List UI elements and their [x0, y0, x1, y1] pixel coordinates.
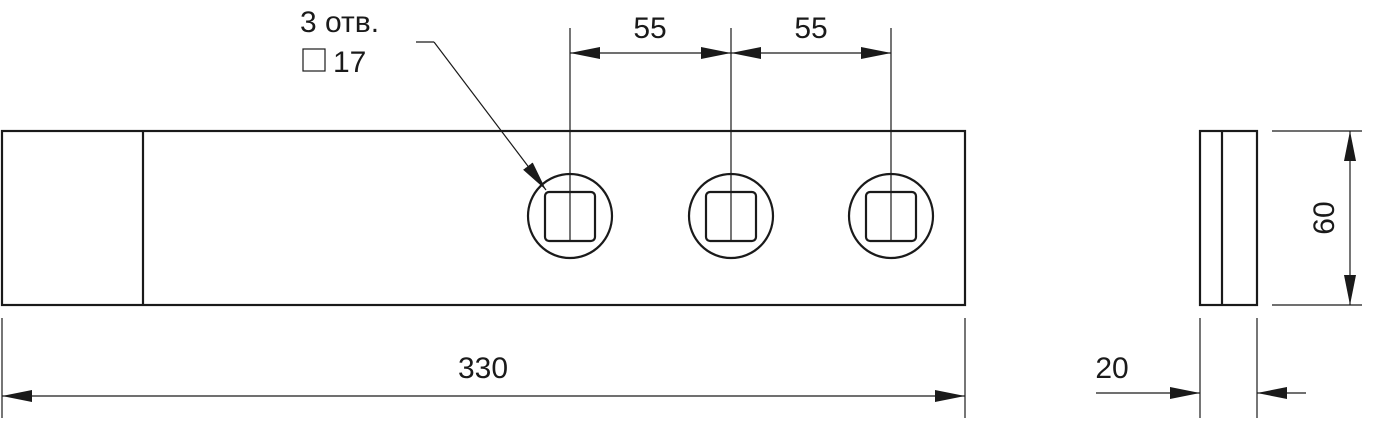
dimension-text-spacing-2: 55	[794, 12, 827, 45]
thickness-dimension: 20	[1095, 318, 1306, 418]
bar-outline	[0, 129, 967, 307]
dimension-text-height: 60	[1308, 201, 1341, 234]
hole-spacing-dimensions: 55 55	[569, 12, 892, 240]
dimension-text-thickness: 20	[1095, 352, 1128, 385]
side-view-outline	[1198, 129, 1259, 307]
leader-line	[433, 41, 547, 191]
front-view	[0, 129, 967, 307]
holes-callout: 3 отв. 17	[300, 6, 547, 191]
length-dimension: 330	[1, 318, 966, 418]
side-view	[1198, 129, 1259, 307]
dimension-text-spacing-1: 55	[633, 12, 666, 45]
holes-count-note: 3 отв.	[300, 6, 379, 39]
hole-size-note: 17	[333, 46, 366, 79]
dimension-text-length: 330	[458, 352, 508, 385]
square-symbol-icon	[302, 48, 326, 72]
height-dimension: 60	[1272, 130, 1362, 306]
